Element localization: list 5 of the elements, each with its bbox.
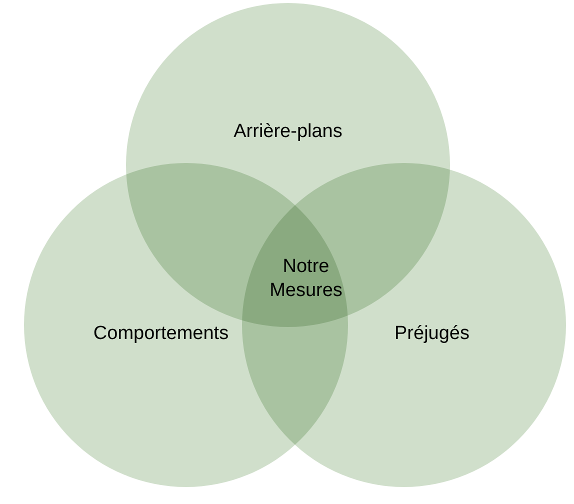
set-label: Comportements: [93, 323, 229, 345]
set-label: Arrière-plans: [234, 121, 342, 143]
intersection-label: Notre Mesures: [268, 255, 344, 303]
set-label: Préjugés: [394, 323, 470, 345]
venn-circle: [241, 162, 567, 488]
